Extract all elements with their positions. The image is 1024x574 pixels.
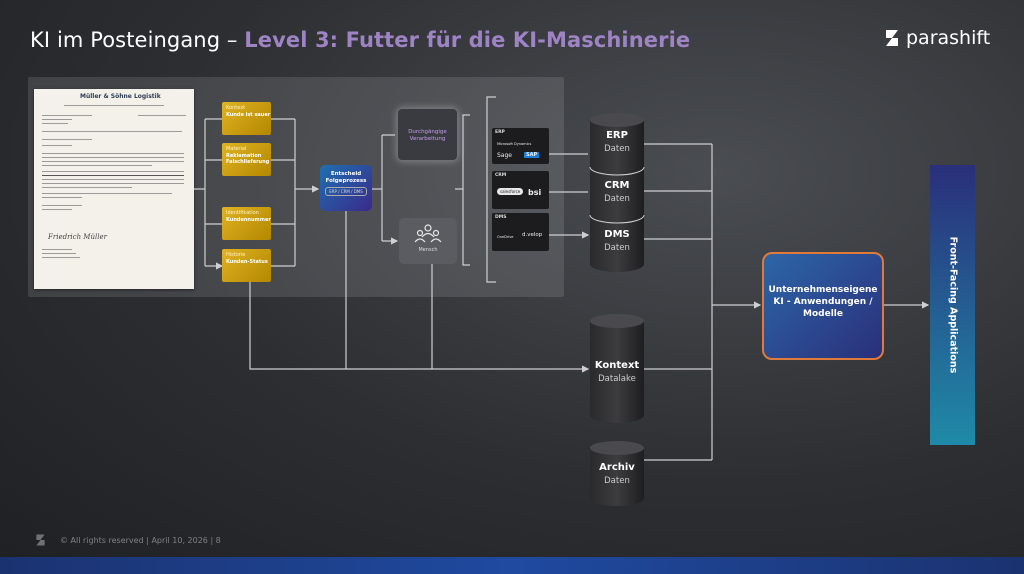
- footer-logo-icon: [36, 534, 45, 546]
- page-title: KI im Posteingang – Level 3: Futter für …: [30, 28, 690, 52]
- database-stack-cylinders: [589, 113, 645, 272]
- ai-applications-label: Unternehmenseigene KI - Anwendungen / Mo…: [768, 285, 878, 319]
- people-icon: [414, 224, 442, 243]
- logo-sap: SAP: [524, 152, 540, 158]
- logo-onedrive: OneDrive: [497, 235, 514, 239]
- extract-card-history: Historie Kunden-Status: [222, 249, 271, 282]
- db-context: Kontext Datalake: [594, 360, 640, 384]
- system-dms: DMS OneDrive d.velop: [492, 213, 549, 251]
- extract-card-identification: Identifikation Kundennummer: [222, 207, 271, 240]
- front-facing-label: Front-Facing Applications: [947, 236, 958, 374]
- brand-name: parashift: [906, 27, 991, 49]
- logo-salesforce: salesforce: [497, 188, 524, 195]
- logo-bsi: bsi: [528, 188, 542, 197]
- system-erp: ERP Microsoft Dynamics Sage SAP: [492, 128, 549, 164]
- letter-company: Müller & Söhne Logistik: [80, 93, 161, 100]
- parashift-logo-icon: [886, 30, 898, 46]
- logo-microsoft-dynamics: Microsoft Dynamics: [497, 142, 532, 146]
- human-box: Mensch: [399, 218, 457, 264]
- bottom-accent-bar: [0, 557, 1024, 574]
- automated-processing-box: Durchgängige Verarbeitung: [397, 108, 458, 161]
- decision-sub: ERP / CRM / DMS: [325, 187, 367, 196]
- archive-cylinder: [590, 441, 644, 506]
- db-archive: Archiv Daten: [599, 462, 635, 486]
- automated-processing-label: Durchgängige Verarbeitung: [408, 129, 447, 142]
- brand-logo: parashift: [884, 27, 990, 49]
- extract-card-material: Material Reklamation Falschlieferung: [222, 143, 271, 176]
- db-crm: CRM Daten: [604, 180, 630, 204]
- db-erp: ERP Daten: [604, 130, 630, 154]
- extract-card-context: Kontext Kunde ist sauer: [222, 102, 271, 135]
- human-label: Mensch: [418, 247, 438, 253]
- title-plain: KI im Posteingang –: [30, 28, 245, 52]
- logo-dvelop: d.velop: [522, 232, 543, 238]
- front-facing-applications-bar: Front-Facing Applications: [930, 165, 975, 445]
- decision-box: Entscheid Folgeprozess ERP / CRM / DMS: [320, 165, 372, 211]
- title-accent: Level 3: Futter für die KI-Maschinerie: [244, 28, 691, 52]
- decision-title: Entscheid Folgeprozess: [325, 171, 367, 184]
- letter-signature: Friedrich Müller: [48, 233, 107, 241]
- footer-text: © All rights reserved | April 10, 2026 |…: [60, 536, 221, 545]
- datalake-cylinder: [590, 314, 644, 423]
- db-dms: DMS Daten: [604, 229, 630, 253]
- ai-applications-box: Unternehmenseigene KI - Anwendungen / Mo…: [762, 252, 884, 360]
- letter-document: Müller & Söhne Logistik Friedrich Müller: [34, 89, 194, 289]
- logo-sage: Sage: [497, 152, 512, 159]
- system-crm: CRM salesforce bsi: [492, 171, 549, 209]
